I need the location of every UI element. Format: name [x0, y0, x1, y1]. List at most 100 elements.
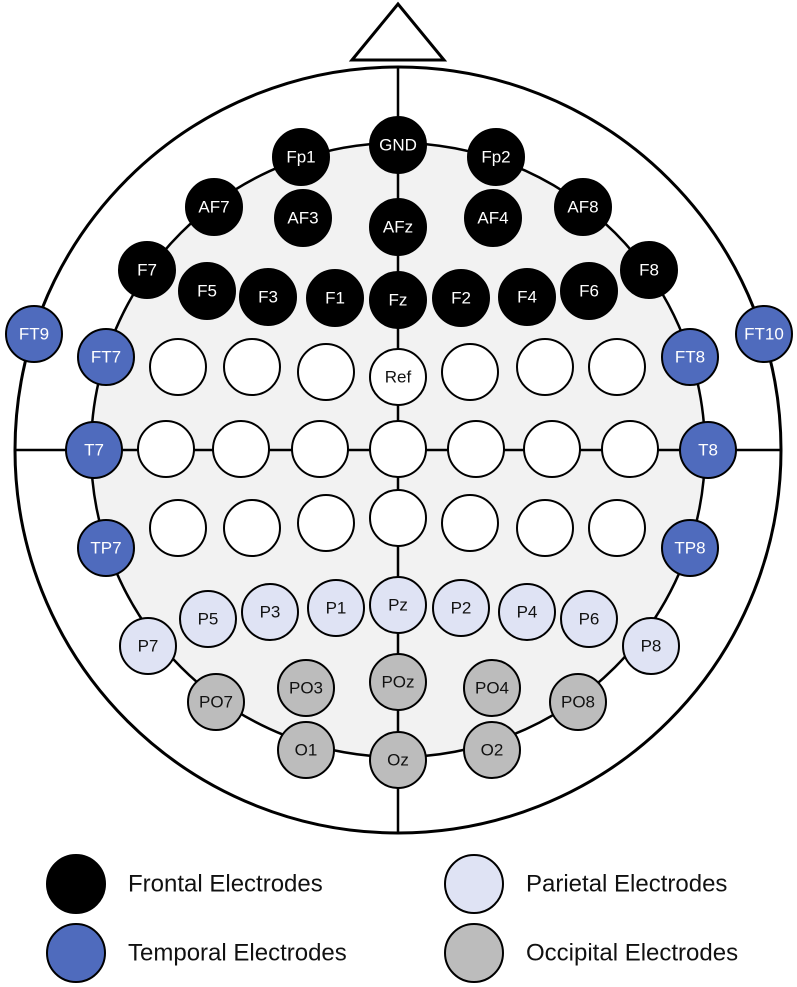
electrode-marker — [516, 499, 574, 557]
electrode-f1: F1 — [306, 269, 364, 327]
electrode-af3: AF3 — [274, 189, 332, 247]
electrode-af8: AF8 — [554, 178, 612, 236]
electrode-label: TP8 — [674, 539, 705, 558]
electrode-label: Ref — [385, 368, 412, 387]
electrode-marker — [212, 420, 270, 478]
electrode-ft7: FT7 — [77, 328, 135, 386]
electrode-label: PO3 — [289, 679, 323, 698]
electrode-marker — [369, 116, 427, 174]
electrode-unlabeled-40 — [223, 499, 281, 557]
electrode-marker — [735, 305, 793, 363]
electrode-p3: P3 — [241, 583, 299, 641]
electrode-marker — [549, 673, 607, 731]
electrode-poz: POz — [369, 653, 427, 711]
electrode-marker — [307, 579, 365, 637]
electrode-marker — [277, 721, 335, 779]
electrode-marker — [306, 269, 364, 327]
electrode-t8: T8 — [679, 421, 737, 479]
electrode-marker — [463, 659, 521, 717]
electrode-label: Fp2 — [481, 148, 510, 167]
legend-label: Occipital Electrodes — [526, 940, 738, 967]
electrode-unlabeled-26 — [223, 338, 281, 396]
electrode-marker — [77, 519, 135, 577]
electrode-unlabeled-45 — [588, 499, 646, 557]
electrode-marker — [239, 268, 297, 326]
electrode-marker — [178, 262, 236, 320]
electrode-p8: P8 — [622, 617, 680, 675]
electrode-marker — [223, 338, 281, 396]
electrode-unlabeled-36 — [447, 420, 505, 478]
electrode-p2: P2 — [432, 579, 490, 637]
electrode-label: F2 — [451, 289, 471, 308]
electrode-marker — [463, 721, 521, 779]
electrode-marker — [432, 269, 490, 327]
electrode-marker — [620, 241, 678, 299]
electrode-marker — [464, 189, 522, 247]
electrode-marker — [679, 421, 737, 479]
electrode-label: Oz — [387, 751, 409, 770]
electrode-p7: P7 — [119, 617, 177, 675]
legend-item-frontal: Frontal Electrodes — [46, 854, 323, 914]
electrode-label: P3 — [260, 603, 281, 622]
electrode-label: F8 — [639, 261, 659, 280]
legend-label: Parietal Electrodes — [526, 871, 727, 898]
electrode-marker — [291, 420, 349, 478]
electrode-marker — [601, 420, 659, 478]
electrode-label: O1 — [295, 741, 318, 760]
electrode-ft9: FT9 — [5, 305, 63, 363]
electrode-f2: F2 — [432, 269, 490, 327]
electrode-label: AFz — [383, 218, 413, 237]
legend-swatch — [46, 854, 106, 914]
electrode-marker — [149, 499, 207, 557]
electrode-label: FT10 — [744, 325, 784, 344]
electrode-unlabeled-34 — [291, 420, 349, 478]
electrode-marker — [369, 731, 427, 789]
electrode-pz: Pz — [369, 576, 427, 634]
electrode-marker — [65, 421, 123, 479]
electrode-marker — [369, 576, 427, 634]
electrode-label: P1 — [326, 599, 347, 618]
electrode-label: P4 — [517, 603, 538, 622]
electrode-ft8: FT8 — [661, 328, 719, 386]
electrode-p4: P4 — [498, 583, 556, 641]
electrode-marker — [498, 583, 556, 641]
electrode-p1: P1 — [307, 579, 365, 637]
electrode-unlabeled-30 — [516, 338, 574, 396]
electrode-marker — [369, 348, 427, 406]
electrode-marker — [369, 653, 427, 711]
electrode-marker — [241, 583, 299, 641]
electrode-marker — [77, 328, 135, 386]
electrode-tp7: TP7 — [77, 519, 135, 577]
electrode-label: F6 — [579, 282, 599, 301]
electrode-marker — [119, 617, 177, 675]
electrode-marker — [223, 499, 281, 557]
electrode-label: FT7 — [91, 348, 121, 367]
electrode-label: T7 — [84, 441, 104, 460]
legend-swatch — [46, 923, 106, 983]
electrode-marker — [369, 489, 427, 547]
electrode-t7: T7 — [65, 421, 123, 479]
electrode-unlabeled-44 — [516, 499, 574, 557]
electrode-label: T8 — [698, 441, 718, 460]
electrode-marker — [297, 494, 355, 552]
electrode-p6: P6 — [560, 590, 618, 648]
electrode-fp2: Fp2 — [467, 128, 525, 186]
legend-label: Frontal Electrodes — [128, 871, 323, 898]
electrode-o1: O1 — [277, 721, 335, 779]
electrode-marker — [467, 128, 525, 186]
electrode-label: AF7 — [198, 198, 229, 217]
electrode-f8: F8 — [620, 241, 678, 299]
electrode-marker — [560, 262, 618, 320]
electrode-label: PO7 — [199, 693, 233, 712]
electrode-label: F4 — [517, 288, 537, 307]
electrode-unlabeled-32 — [137, 420, 195, 478]
electrode-label: FT8 — [675, 348, 705, 367]
electrode-marker — [441, 494, 499, 552]
electrode-tp8: TP8 — [661, 519, 719, 577]
electrode-label: P7 — [138, 637, 159, 656]
electrode-marker — [137, 420, 195, 478]
electrode-fp1: Fp1 — [272, 128, 330, 186]
electrode-label: P2 — [451, 599, 472, 618]
